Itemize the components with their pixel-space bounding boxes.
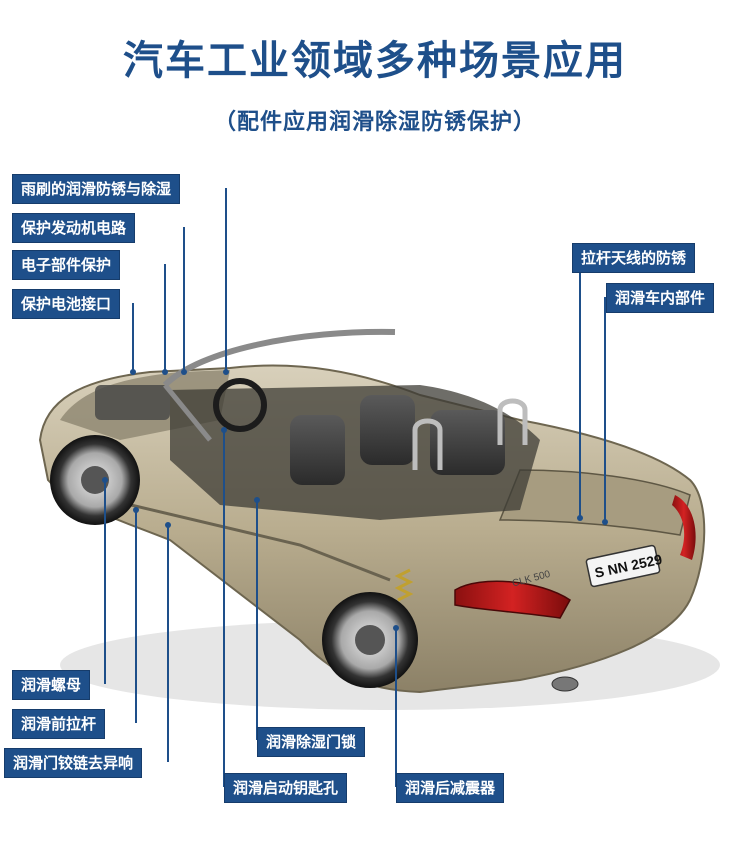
- side-sill: [109, 498, 391, 582]
- tail-light: [454, 580, 571, 619]
- license-plate: [585, 544, 661, 588]
- label-ignition: 润滑启动钥匙孔: [224, 773, 348, 803]
- label-hinge: 润滑门铰链去异响: [4, 748, 143, 778]
- label-battery: 保护电池接口: [12, 289, 121, 319]
- leader-dots: [102, 369, 608, 631]
- label-nut: 润滑螺母: [12, 670, 91, 700]
- label-shock: 润滑后减震器: [396, 773, 505, 803]
- seat-rear: [430, 410, 505, 475]
- roll-bar-right: [497, 398, 528, 445]
- label-front-rod: 润滑前拉杆: [12, 709, 106, 739]
- rear-shock-spring: [394, 568, 414, 602]
- seat-front-left: [290, 415, 345, 485]
- label-interior: 润滑车内部件: [606, 283, 715, 313]
- page-subtitle: （配件应用润滑除湿防锈保护）: [213, 110, 536, 135]
- exhaust: [551, 676, 579, 692]
- trunk-lid: [498, 469, 691, 536]
- roll-bar-left: [412, 418, 443, 470]
- label-antenna: 拉杆天线的防锈: [572, 243, 696, 273]
- label-electronics: 电子部件保护: [12, 250, 121, 280]
- leader-lines: [104, 188, 606, 787]
- page-title: 汽车工业领域多种场景应用: [123, 38, 627, 84]
- seat-front-right: [360, 395, 415, 465]
- label-engine-circuit: 保护发动机电路: [12, 213, 136, 243]
- windshield-frame: [162, 328, 396, 388]
- label-door-lock: 润滑除湿门锁: [257, 727, 366, 757]
- engine-block: [95, 385, 170, 420]
- label-wiper: 雨刷的润滑防锈与除湿: [12, 174, 181, 204]
- steering-wheel: [213, 378, 267, 432]
